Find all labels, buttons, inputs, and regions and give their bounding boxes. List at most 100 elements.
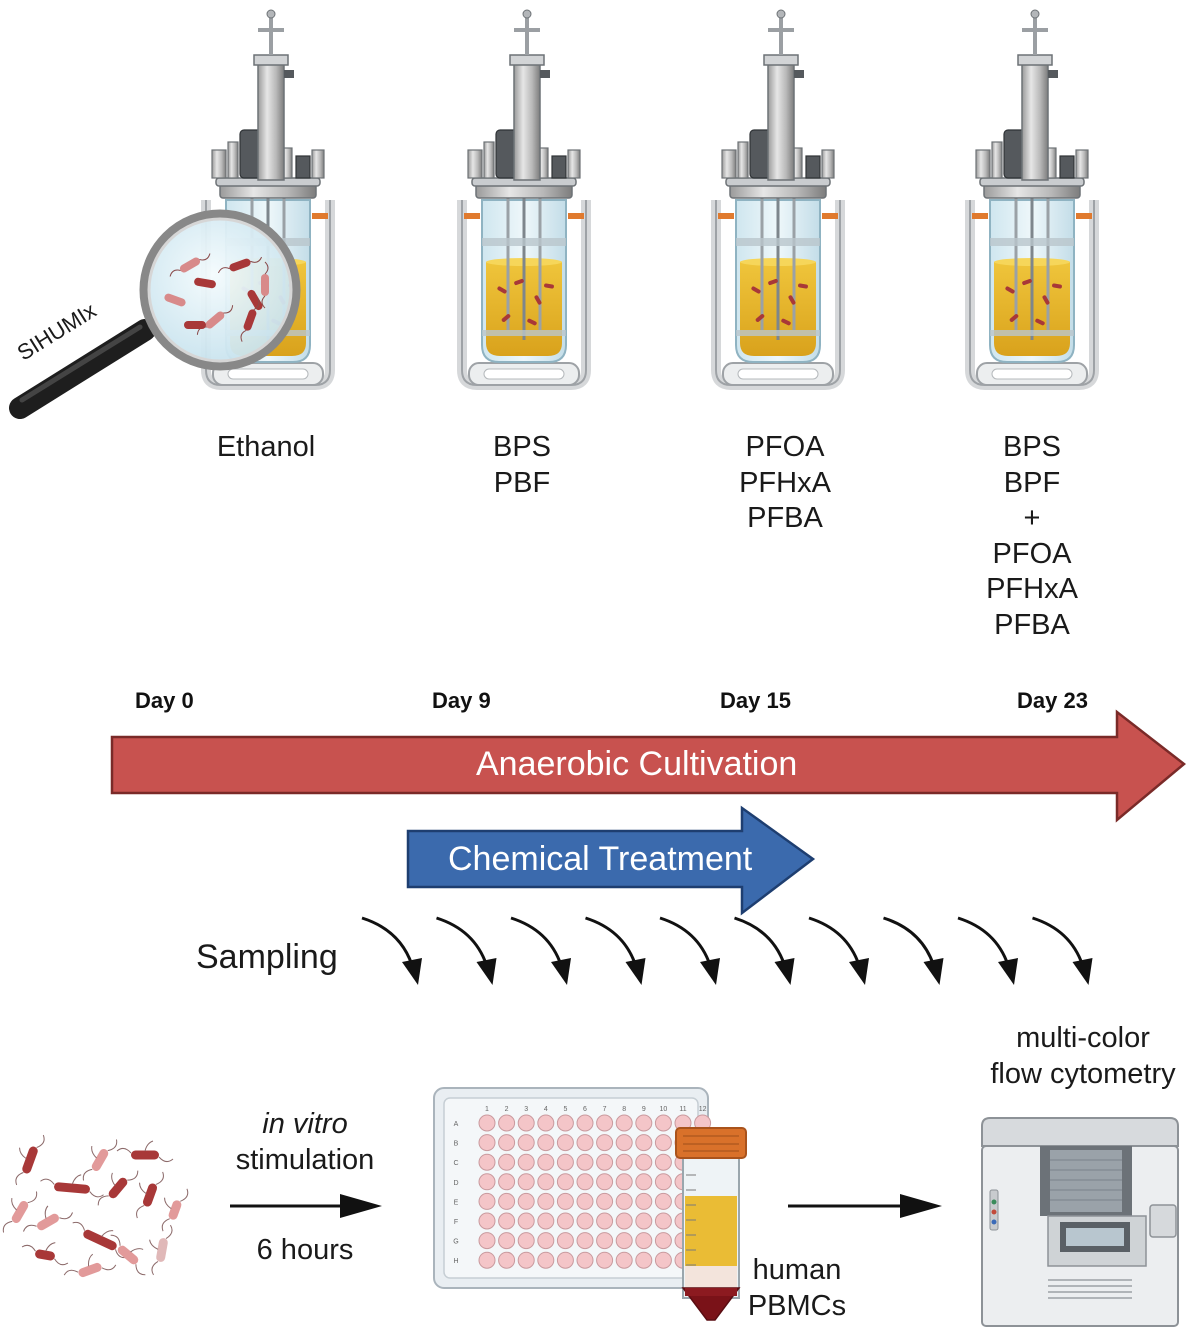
plate-well xyxy=(615,1212,633,1230)
plate-column-label: 6 xyxy=(583,1106,587,1113)
plate-well xyxy=(517,1114,535,1132)
bacterium-icon xyxy=(2,1191,38,1233)
plate-well xyxy=(537,1212,555,1230)
plate-well xyxy=(498,1251,516,1269)
plate-well xyxy=(517,1134,535,1152)
bacterium-icon xyxy=(63,1253,117,1278)
plate-column-label: 3 xyxy=(524,1106,528,1113)
plate-well xyxy=(576,1114,594,1132)
cultivation-label: Anaerobic Cultivation xyxy=(476,745,798,783)
plate-well xyxy=(654,1114,672,1132)
plate-well xyxy=(556,1232,574,1250)
plate-well xyxy=(635,1251,653,1269)
bacterium-icon xyxy=(97,1170,139,1206)
plate-well xyxy=(576,1232,594,1250)
bacterium-icon xyxy=(21,1242,69,1266)
plate-row-label: F xyxy=(454,1219,458,1226)
sampling-arrow xyxy=(585,916,646,985)
plate-well xyxy=(517,1192,535,1210)
cultivation-arrow xyxy=(110,709,1186,823)
plate-well xyxy=(537,1251,555,1269)
sampling-arrow xyxy=(734,916,795,985)
plate-well xyxy=(635,1134,653,1152)
plate-column-label: 7 xyxy=(603,1106,607,1113)
plate-well xyxy=(517,1173,535,1191)
plate-well xyxy=(596,1134,614,1152)
bacterium-icon xyxy=(240,298,260,342)
sampling-arrow xyxy=(510,916,571,985)
plate-well xyxy=(517,1251,535,1269)
plate-well xyxy=(478,1173,496,1191)
plate-well xyxy=(576,1173,594,1191)
bacterium-icon xyxy=(136,1171,164,1219)
plate-well xyxy=(537,1114,555,1132)
plate-well xyxy=(596,1212,614,1230)
plate-well xyxy=(556,1212,574,1230)
plate-well xyxy=(615,1251,633,1269)
plate-well xyxy=(654,1173,672,1191)
sampling-arrow xyxy=(1032,916,1093,985)
plate-well xyxy=(615,1114,633,1132)
plate-well xyxy=(635,1232,653,1250)
plate-well xyxy=(537,1192,555,1210)
plate-well xyxy=(596,1232,614,1250)
stimulation-word: stimulation xyxy=(235,1143,375,1176)
sampling-arrow xyxy=(659,916,720,985)
plate-well xyxy=(478,1153,496,1171)
plate-well xyxy=(635,1153,653,1171)
plate-well xyxy=(596,1153,614,1171)
plate-well xyxy=(615,1173,633,1191)
plate-column-label: 9 xyxy=(642,1106,646,1113)
plate-well xyxy=(654,1192,672,1210)
plate-row-label: A xyxy=(454,1121,459,1128)
plate-well xyxy=(576,1251,594,1269)
plate-column-label: 4 xyxy=(544,1106,548,1113)
plate-well xyxy=(654,1212,672,1230)
plate-column-label: 10 xyxy=(660,1106,668,1113)
sampling-arrows xyxy=(361,916,1093,985)
plate-row-label: D xyxy=(453,1180,458,1187)
bacterium-icon xyxy=(194,277,216,289)
plate-well xyxy=(615,1232,633,1250)
plate-well xyxy=(478,1232,496,1250)
bacterium-icon xyxy=(40,1174,104,1198)
plate-well xyxy=(498,1153,516,1171)
treatment-arrow xyxy=(406,805,816,916)
plate-well xyxy=(556,1114,574,1132)
sampling-arrow xyxy=(808,916,869,985)
plate-well xyxy=(537,1232,555,1250)
flow-cytometer-icon xyxy=(981,1117,1179,1327)
plate-well xyxy=(537,1153,555,1171)
pbmc-label: human PBMCs xyxy=(747,1254,847,1322)
plate-well xyxy=(654,1232,672,1250)
plate-well xyxy=(654,1251,672,1269)
plate-well xyxy=(576,1153,594,1171)
analysis-arrow xyxy=(788,1194,942,1218)
day-label-1: Day 9 xyxy=(432,688,491,713)
plate-column-label: 12 xyxy=(699,1106,707,1113)
day-label-3: Day 23 xyxy=(1017,688,1088,713)
stimulation-arrow xyxy=(230,1194,382,1218)
day-label-2: Day 15 xyxy=(720,688,791,713)
plate-well xyxy=(635,1212,653,1230)
plate-column-label: 2 xyxy=(505,1106,509,1113)
plate-well xyxy=(635,1114,653,1132)
bacterium-icon xyxy=(169,253,211,277)
plate-well xyxy=(615,1134,633,1152)
sampling-label: Sampling xyxy=(196,938,338,976)
bacterium-icon xyxy=(164,293,186,307)
plate-well xyxy=(596,1251,614,1269)
magnifier-icon xyxy=(9,209,301,419)
bacterium-icon xyxy=(184,321,206,329)
reactor-1-treatments: Ethanol xyxy=(216,431,316,463)
stimulation-text: in vitro stimulation xyxy=(220,1107,390,1178)
plate-well xyxy=(478,1192,496,1210)
bacterium-icon xyxy=(110,1234,146,1276)
bacteria-cluster xyxy=(2,1134,189,1278)
plate-well xyxy=(635,1173,653,1191)
bacterium-icon xyxy=(15,1134,45,1186)
bacterium-icon xyxy=(149,1224,173,1276)
plate-column-label: 1 xyxy=(485,1106,489,1113)
bacterium-icon xyxy=(82,1139,118,1181)
